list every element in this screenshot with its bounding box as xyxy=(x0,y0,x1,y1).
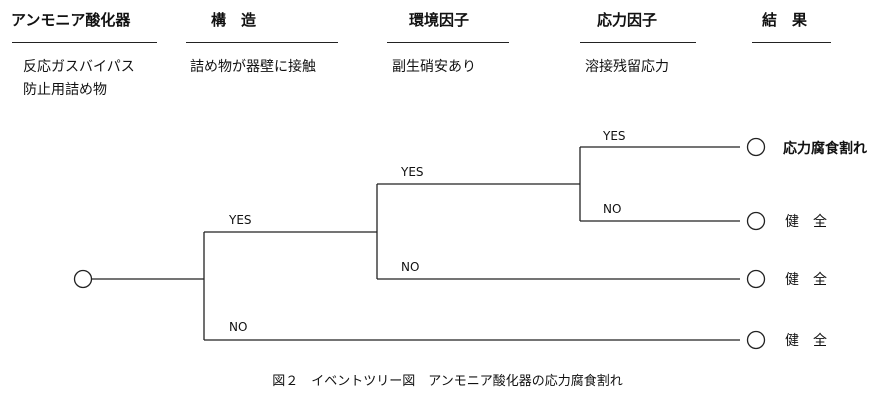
branch2-yes-label: YES xyxy=(400,165,424,179)
apparatus-line-1: 反応ガスバイパス xyxy=(23,59,135,75)
structure-description: 詰め物が器壁に接触 xyxy=(190,59,316,75)
outcome-label-3: 健 全 xyxy=(785,271,827,288)
terminal-node-1 xyxy=(746,137,766,157)
apparatus-line-2: 防止用詰め物 xyxy=(23,82,107,98)
branch3-no-label: NO xyxy=(603,202,621,216)
figure-caption: 図２ イベントツリー図 アンモニア酸化器の応力腐食割れ xyxy=(272,374,623,389)
branch1-yes-label: YES xyxy=(228,213,252,227)
header-rule-2 xyxy=(186,42,338,43)
header-rule-5 xyxy=(752,42,831,43)
header-apparatus: アンモニア酸化器 xyxy=(11,11,131,29)
apparatus-description: 反応ガスバイパス 防止用詰め物 xyxy=(23,56,135,102)
header-rule-3 xyxy=(387,42,509,43)
outcome-label-1: 応力腐食割れ xyxy=(783,140,867,157)
environment-description: 副生硝安あり xyxy=(392,59,476,75)
header-rule-4 xyxy=(580,42,696,43)
outcome-label-4: 健 全 xyxy=(785,332,827,349)
header-result: 結 果 xyxy=(762,11,808,29)
start-node xyxy=(73,269,93,289)
branch1-no-label: NO xyxy=(229,320,247,334)
branch2-no-label: NO xyxy=(401,260,419,274)
header-stress-factor: 応力因子 xyxy=(597,11,658,29)
outcome-label-2: 健 全 xyxy=(785,213,827,230)
terminal-node-3 xyxy=(746,269,766,289)
terminal-node-2 xyxy=(746,211,766,231)
header-environment-factor: 環境因子 xyxy=(409,11,470,29)
header-rule-1 xyxy=(12,42,157,43)
branch3-yes-label: YES xyxy=(602,129,626,143)
header-structure: 構 造 xyxy=(211,11,257,29)
terminal-node-4 xyxy=(746,330,766,350)
stress-description: 溶接残留応力 xyxy=(585,59,669,75)
